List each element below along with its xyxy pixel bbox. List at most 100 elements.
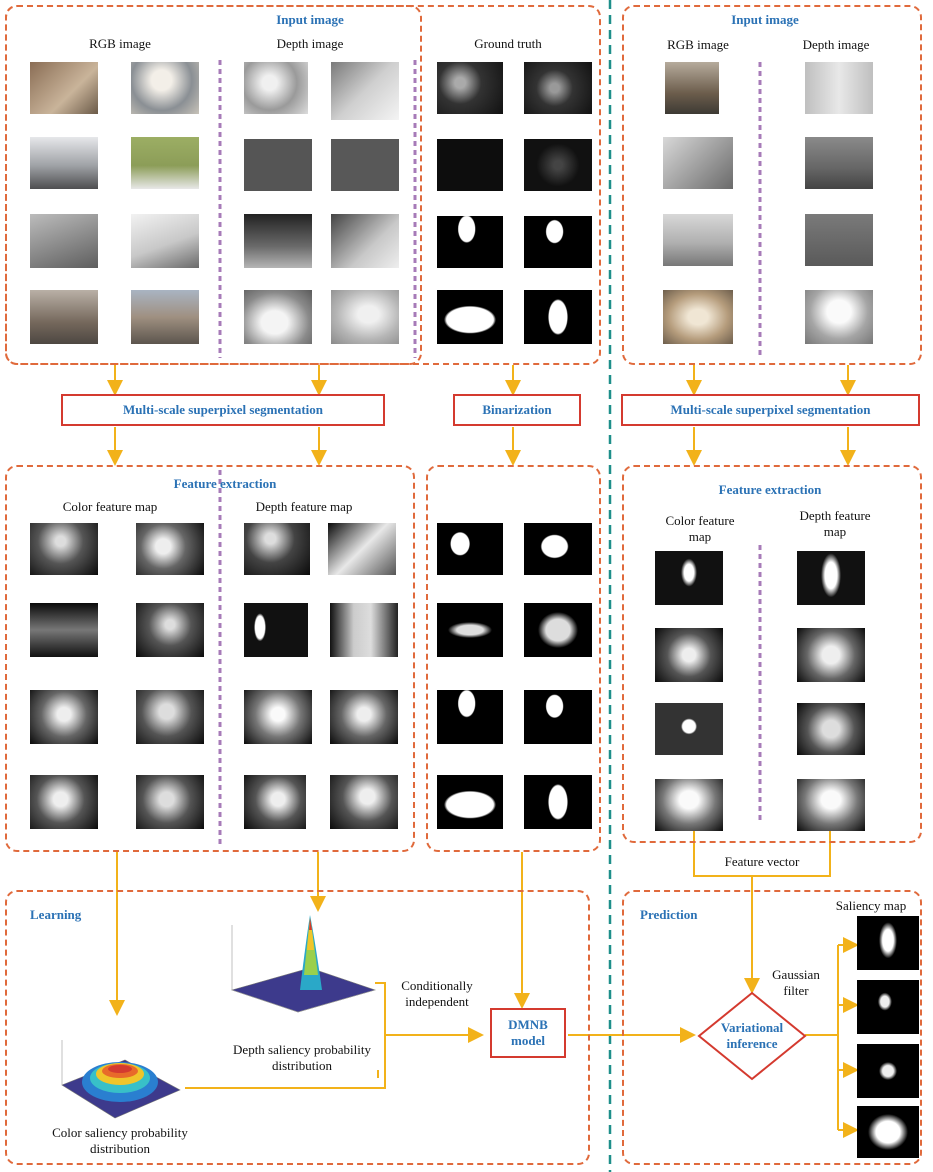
depth-thumb <box>331 62 399 120</box>
left-rgb-label: RGB image <box>89 36 151 51</box>
left-input-title: Input image <box>276 12 344 27</box>
depth-thumb <box>244 290 312 344</box>
prediction-title: Prediction <box>640 907 698 922</box>
depth-feature-thumb <box>244 775 306 829</box>
gt-thumb <box>524 216 592 268</box>
depth-feature-thumb <box>244 523 310 575</box>
right-feature-title: Feature extraction <box>718 482 822 497</box>
rgb-thumb <box>30 137 98 189</box>
right-rgb-thumb <box>665 62 719 114</box>
binarization-panel <box>426 465 601 852</box>
color-feature-thumb <box>136 775 204 829</box>
left-gt-label: Ground truth <box>474 36 542 51</box>
right-depth-thumb <box>805 214 873 266</box>
binary-thumb <box>524 523 592 575</box>
variational-label: Variational inference <box>720 1020 784 1051</box>
color-feature-thumb <box>30 603 98 657</box>
binary-thumb <box>524 775 592 829</box>
binary-thumb <box>437 523 503 575</box>
right-depth-feature-thumb <box>797 703 865 755</box>
right-color-feature-thumb <box>655 703 723 755</box>
binary-thumb <box>437 775 503 829</box>
rgb-thumb <box>30 290 98 344</box>
right-input-panel <box>622 5 922 365</box>
gt-thumb <box>524 139 592 191</box>
gaussian-filter-label: Gaussian filter <box>772 967 820 998</box>
left-input-panel-full <box>5 5 601 365</box>
right-rgb-thumb <box>663 214 733 266</box>
depth-feature-thumb <box>330 690 398 744</box>
saliency-map-thumb <box>857 916 919 970</box>
gt-thumb <box>437 62 503 114</box>
rgb-thumb <box>30 62 98 114</box>
feature-vector-label: Feature vector <box>724 854 800 869</box>
rgb-thumb <box>30 214 98 268</box>
depth-feature-thumb <box>244 603 308 657</box>
depth-thumb <box>244 62 308 114</box>
left-feature-panel <box>5 465 415 852</box>
left-feature-title: Feature extraction <box>173 476 277 491</box>
right-rgb-thumb <box>663 290 733 344</box>
binarization-box: Binarization <box>453 394 581 426</box>
rgb-thumb <box>131 62 199 114</box>
color-feature-thumb <box>136 690 204 744</box>
color-feature-thumb <box>136 603 204 657</box>
right-depth-thumb <box>805 62 873 114</box>
right-depth-label: Depth image <box>802 37 870 52</box>
dmnb-box: DMNB model <box>490 1008 566 1058</box>
gt-thumb <box>437 290 503 344</box>
gt-thumb <box>437 139 503 191</box>
left-depth-feature-label: Depth feature map <box>255 499 353 514</box>
depth-thumb <box>244 139 312 191</box>
saliency-map-thumb <box>857 1106 919 1158</box>
depth-feature-thumb <box>330 775 398 829</box>
right-color-feature-label: Color feature map <box>665 513 735 544</box>
right-color-feature-thumb <box>655 551 723 605</box>
saliency-map-label: Saliency map <box>835 898 907 913</box>
right-depth-thumb <box>805 290 873 344</box>
color-dist-label: Color saliency probability distribution <box>52 1125 188 1156</box>
depth-feature-thumb <box>328 523 396 575</box>
color-feature-thumb <box>30 775 98 829</box>
right-rgb-thumb <box>663 137 733 189</box>
gt-thumb <box>524 62 592 114</box>
saliency-map-thumb <box>857 1044 919 1098</box>
color-feature-thumb <box>136 523 204 575</box>
right-feature-panel <box>622 465 922 843</box>
depth-thumb <box>331 214 399 268</box>
right-input-title: Input image <box>731 12 799 27</box>
left-color-feature-label: Color feature map <box>62 499 158 514</box>
color-feature-thumb <box>30 690 98 744</box>
color-feature-thumb <box>30 523 98 575</box>
gt-thumb <box>437 216 503 268</box>
depth-dist-label: Depth saliency probability distribution <box>233 1042 371 1073</box>
saliency-map-thumb <box>857 980 919 1034</box>
binary-thumb <box>524 690 592 744</box>
learning-panel <box>5 890 590 1165</box>
right-depth-feature-thumb <box>797 551 865 605</box>
depth-feature-thumb <box>330 603 398 657</box>
binary-thumb <box>524 603 592 657</box>
binary-thumb <box>437 690 503 744</box>
right-depth-feature-thumb <box>797 628 865 682</box>
learning-title: Learning <box>30 907 82 922</box>
right-rgb-label: RGB image <box>667 37 729 52</box>
gt-thumb <box>524 290 592 344</box>
depth-feature-thumb <box>244 690 312 744</box>
depth-thumb <box>331 139 399 191</box>
cond-independent-label: Conditionally independent <box>401 978 473 1009</box>
right-color-feature-thumb <box>655 628 723 682</box>
prediction-panel <box>622 890 922 1165</box>
rgb-thumb <box>131 214 199 268</box>
depth-thumb <box>331 290 399 344</box>
left-depth-label: Depth image <box>276 36 344 51</box>
right-color-feature-thumb <box>655 779 723 831</box>
left-msps-box: Multi-scale superpixel segmentation <box>61 394 385 426</box>
depth-thumb <box>244 214 312 268</box>
right-depth-feature-label: Depth feature map <box>799 508 871 539</box>
right-msps-box: Multi-scale superpixel segmentation <box>621 394 920 426</box>
binary-thumb <box>437 603 503 657</box>
rgb-thumb <box>131 137 199 189</box>
rgb-thumb <box>131 290 199 344</box>
